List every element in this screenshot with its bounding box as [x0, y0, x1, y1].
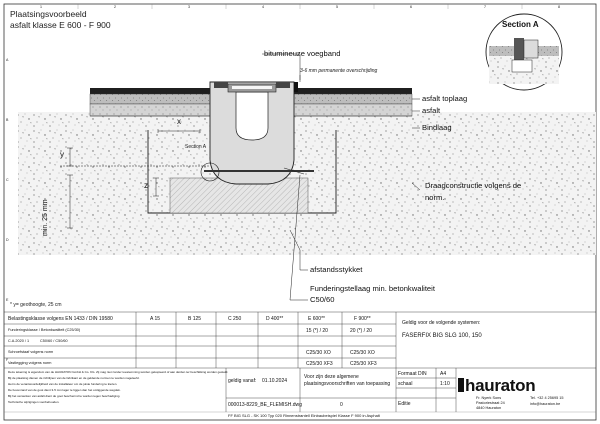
address-3: 4840 Hauraton	[476, 406, 502, 410]
drawing-title: Plaatsingsvoorbeeld	[10, 9, 87, 19]
row4-label: Schroefstaaf volgens norm	[8, 350, 54, 354]
callout-bitumen-tape: bitumineuze voegband	[264, 49, 341, 58]
dim-z: z	[144, 181, 148, 190]
grid-number-4: 4	[262, 5, 264, 9]
callout-bindlaag: Bindlaag	[422, 123, 452, 132]
grid-letter-f: F	[6, 358, 9, 362]
row5-f: C25/30 XF3	[350, 361, 377, 367]
class-c250: C 250	[228, 316, 242, 322]
editie-label: Editie	[398, 401, 411, 407]
file-name: 000013-8229_BE_FLEMISH.dwg	[228, 402, 302, 408]
class-a15: A 15	[150, 316, 161, 322]
grid-number-8: 8	[558, 5, 560, 9]
callout-draagconstructie-2: norm.	[425, 193, 445, 202]
grid-number-2: 2	[114, 5, 116, 9]
note-6: Technische wijzigingen voorbehouden.	[8, 400, 60, 404]
callout-asphalt-top: asfalt toplaag	[422, 94, 468, 103]
geldig-date: 01.10.2024	[262, 378, 288, 384]
footer-text: FF BIG SLG - SK 100 Typ 020 Rinnenstrant…	[228, 413, 380, 418]
section-a-label: Section A	[502, 20, 539, 29]
phone: Tel. +32 4 25695 15	[530, 396, 564, 400]
callout-spacer: afstandsstykket	[310, 265, 363, 274]
grid-letter-c: C	[6, 178, 9, 182]
class-e600: E 600**	[308, 316, 325, 322]
class-b125: B 125	[188, 316, 202, 322]
grid-letter-b: B	[6, 118, 9, 122]
grid-letter-d: D	[6, 238, 9, 242]
grid-number-6: 6	[410, 5, 412, 9]
sheet-no: 0	[340, 402, 343, 408]
grid-number-5: 5	[336, 5, 338, 9]
section-marker: Section A	[185, 144, 207, 150]
address-2: Pastoriestraat 24	[476, 401, 505, 405]
schaal-value: 1:10	[440, 381, 450, 387]
row5-e: C25/30 XF3	[306, 361, 333, 367]
callout-asphalt: asfalt	[422, 106, 441, 115]
callout-foundation-2: C50/60	[310, 295, 335, 304]
grid-letter-e: E	[6, 298, 9, 302]
note-3: Het is de verantwoordelijkheid van de in…	[8, 382, 118, 386]
grid-number-7: 7	[484, 5, 486, 9]
dim-x: x	[177, 117, 181, 126]
schaal-label: schaal	[398, 381, 413, 387]
address-1: Fr. Nyerk Sons	[476, 396, 502, 400]
callout-joint: 3-6 mm permanente overschrijding	[300, 68, 378, 74]
row3-sub: C50/60 / C50/60	[40, 339, 68, 343]
disclaimer-1: Voor zijn deze algemene	[304, 374, 359, 380]
note-1: Deze tekening is eigendom van de HAURATO…	[8, 370, 229, 374]
format-value: A4	[440, 371, 447, 377]
row3-label: C.A.2020 / 1	[8, 339, 30, 343]
disclaimer-2: plaatsingsvoorschriften van toepassing	[304, 381, 391, 387]
hauraton-logo: hauraton	[465, 376, 536, 395]
validity-system: FASERFIX BIG SLG 100, 150	[402, 333, 482, 339]
grid-number-1: 1	[40, 5, 42, 9]
row2-f: 20 (*) / 20	[350, 328, 372, 334]
row4-e: C25/30 XO	[306, 350, 331, 356]
note-5: Bij het verwerken van asfalt dient de go…	[8, 394, 121, 398]
note-2: Bij de plaatsing dienen de richtlijnen v…	[8, 376, 140, 380]
footnote: * y= geothoogte, 25 cm	[10, 302, 62, 308]
validity-header: Geldig voor de volgende systemen:	[402, 320, 481, 326]
row2-e: 15 (*) / 20	[306, 328, 328, 334]
dim-y: y	[60, 150, 64, 159]
class-header: Belastingsklasse volgens EN 1433 / DIN 1…	[8, 316, 113, 322]
dim-min: min. 25 mm	[42, 199, 49, 236]
drawing-subtitle: asfalt klasse E 600 - F 900	[10, 20, 111, 30]
format-label: Formaat DIN	[398, 371, 427, 377]
note-4: De bovenrand van de goot dient 3-5 mm la…	[8, 388, 121, 392]
class-d400: D 400**	[266, 316, 284, 322]
row5-label: Vastlegging volgens norm	[8, 361, 52, 365]
callout-draagconstructie: Draagconstructie volgens de	[425, 181, 522, 190]
email: info@hauraton.be	[530, 402, 561, 406]
grid-number-3: 3	[188, 5, 190, 9]
row2-label: Funderingsklasse / Betonkwaliteit (C25/3…	[8, 328, 81, 332]
grid-letter-a: A	[6, 58, 9, 62]
class-f900: F 900**	[354, 316, 371, 322]
callout-foundation: Funderingstellaag min. betonkwaliteit	[310, 284, 435, 293]
row4-f: C25/30 XO	[350, 350, 375, 356]
geldig-label: geldig vanaf:	[228, 378, 257, 384]
